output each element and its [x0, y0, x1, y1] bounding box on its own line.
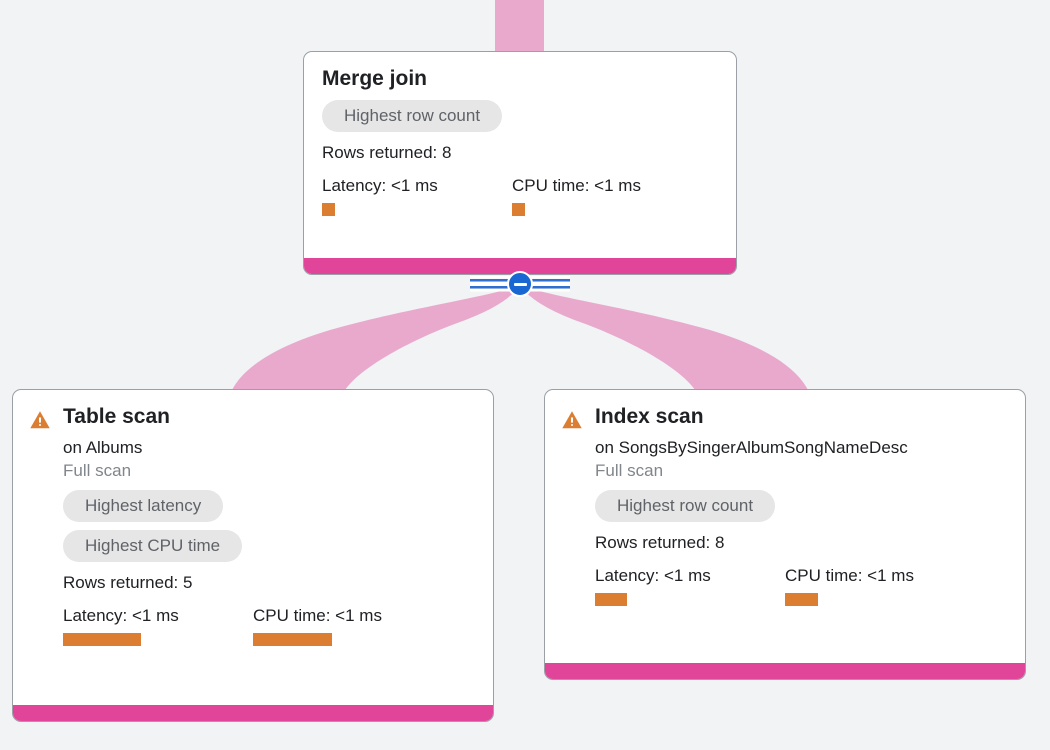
node-header-texts: Merge join: [322, 66, 427, 92]
node-chips: Highest row count: [322, 92, 503, 132]
node-header-texts: Index scan on SongsBySingerAlbumSongName…: [595, 404, 908, 482]
plan-node-index-scan[interactable]: Index scan on SongsBySingerAlbumSongName…: [544, 389, 1026, 680]
node-subtitle: on SongsBySingerAlbumSongNameDesc: [595, 438, 908, 457]
metric-latency-label: Latency: <1 ms: [595, 566, 711, 585]
collapse-toggle-button[interactable]: [470, 271, 570, 297]
edge-inflow-ribbon: [495, 0, 544, 52]
node-footer-bar: [304, 258, 736, 274]
node-subnote: Full scan: [63, 461, 132, 480]
chip-highest-row-count[interactable]: Highest row count: [322, 100, 503, 132]
node-header-texts: Table scan on Albums Full scan: [63, 404, 170, 482]
metric-cpu-time-label: CPU time: <1 ms: [253, 606, 382, 625]
rows-returned: Rows returned: 5: [63, 573, 193, 592]
metric-latency-bar: [595, 593, 627, 606]
metric-cpu-time-bar: [785, 593, 818, 606]
node-header: Index scan on SongsBySingerAlbumSongName…: [561, 404, 1009, 482]
metric-latency-bar: [322, 203, 335, 216]
edge-merge-join-to-table-scan: [232, 288, 517, 390]
metric-latency: Latency: <1 ms: [63, 605, 253, 646]
node-body: Table scan on Albums Full scan Highest l…: [13, 390, 493, 705]
warning-triangle-icon: [30, 411, 50, 429]
node-metrics: Latency: <1 ms CPU time: <1 ms: [561, 565, 1009, 606]
node-metrics: Latency: <1 ms CPU time: <1 ms: [322, 175, 718, 216]
node-body: Index scan on SongsBySingerAlbumSongName…: [545, 390, 1025, 663]
plan-node-merge-join[interactable]: Merge join Highest row count Rows return…: [303, 51, 737, 275]
metric-cpu-time-label: CPU time: <1 ms: [785, 566, 914, 585]
collapse-toggle-circle[interactable]: [507, 271, 533, 297]
metric-cpu-time-bar: [512, 203, 525, 216]
metric-cpu-time: CPU time: <1 ms: [512, 175, 641, 216]
chip-highest-row-count[interactable]: Highest row count: [595, 490, 776, 522]
node-subtitle: on Albums: [63, 438, 143, 457]
rows-returned: Rows returned: 8: [322, 143, 452, 162]
node-footer-bar: [545, 663, 1025, 679]
node-title: Table scan: [63, 405, 170, 428]
metric-latency-label: Latency: <1 ms: [322, 176, 438, 195]
metric-cpu-time: CPU time: <1 ms: [253, 605, 382, 646]
node-header: Merge join: [322, 66, 718, 92]
minus-icon: [513, 282, 527, 286]
metric-latency: Latency: <1 ms: [595, 565, 785, 606]
node-subnote: Full scan: [595, 461, 664, 480]
warning-triangle-icon: [562, 411, 582, 429]
metric-latency-bar: [63, 633, 141, 646]
node-title: Merge join: [322, 67, 428, 90]
plan-node-table-scan[interactable]: Table scan on Albums Full scan Highest l…: [12, 389, 494, 722]
metric-cpu-time-bar: [253, 633, 332, 646]
node-chips: Highest row count: [561, 482, 776, 522]
node-metrics: Latency: <1 ms CPU time: <1 ms: [29, 605, 477, 646]
node-header: Table scan on Albums Full scan: [29, 404, 477, 482]
node-body: Merge join Highest row count Rows return…: [304, 52, 736, 258]
node-chips: Highest latency Highest CPU time: [29, 482, 243, 562]
metric-latency-label: Latency: <1 ms: [63, 606, 179, 625]
node-footer-bar: [13, 705, 493, 721]
edge-merge-join-to-index-scan: [523, 288, 808, 390]
chip-highest-cpu-time[interactable]: Highest CPU time: [63, 530, 243, 562]
rows-returned: Rows returned: 8: [595, 533, 725, 552]
chip-highest-latency[interactable]: Highest latency: [63, 490, 224, 522]
node-title: Index scan: [595, 405, 704, 428]
metric-latency: Latency: <1 ms: [322, 175, 512, 216]
metric-cpu-time: CPU time: <1 ms: [785, 565, 914, 606]
metric-cpu-time-label: CPU time: <1 ms: [512, 176, 641, 195]
